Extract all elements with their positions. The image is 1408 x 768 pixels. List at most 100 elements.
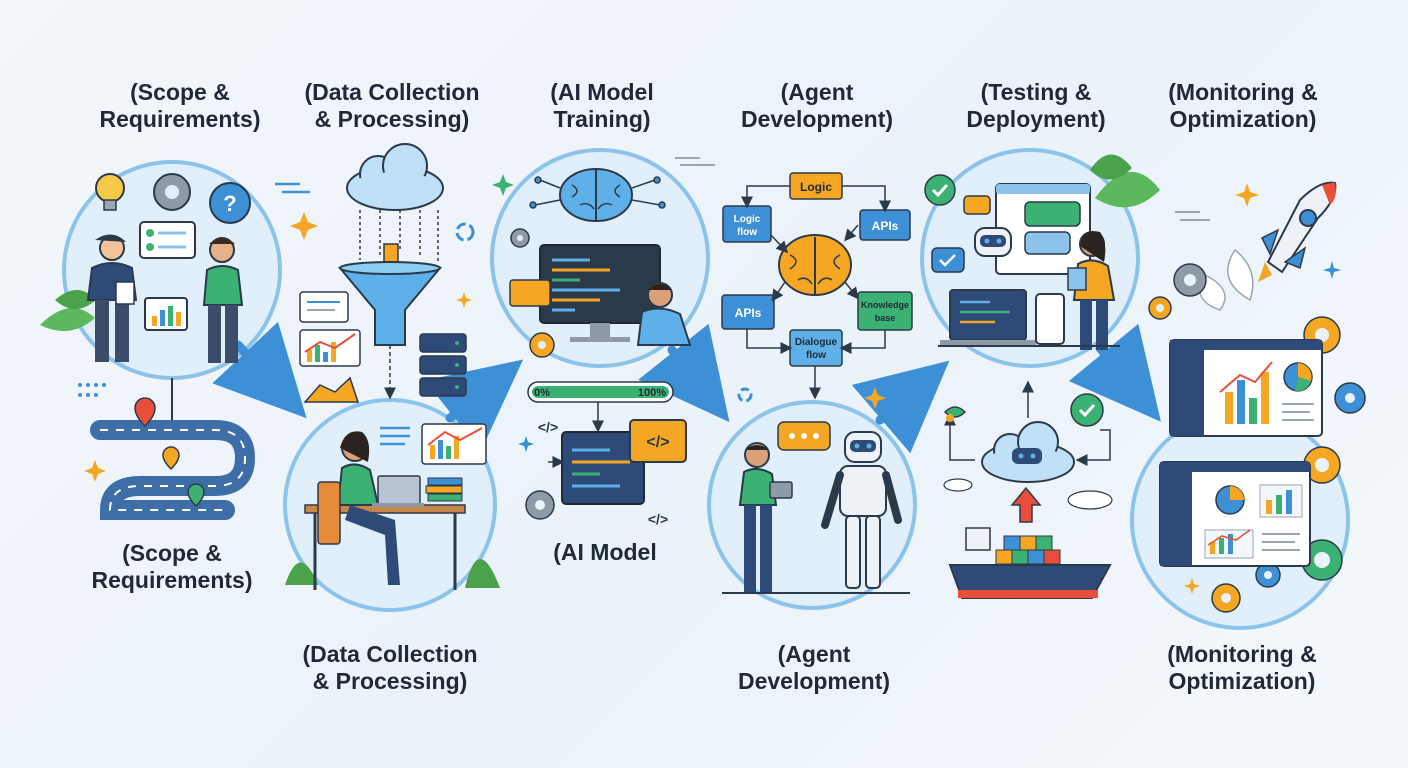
label-line: (Data Collection bbox=[302, 641, 478, 667]
monitor-code-icon bbox=[539, 244, 661, 342]
check-circle-icon bbox=[924, 174, 956, 206]
line-chart-card-icon bbox=[299, 329, 361, 367]
sparkle-icon bbox=[492, 174, 514, 196]
upload-arrow-icon bbox=[1010, 486, 1042, 523]
sparkle-icon bbox=[518, 436, 534, 452]
label-line: Deployment) bbox=[966, 106, 1106, 132]
stage-label-scope-top: (Scope & Requirements) bbox=[99, 79, 260, 133]
gear-icon bbox=[1211, 583, 1241, 613]
gear-icon bbox=[1301, 539, 1343, 581]
cargo-ship-icon bbox=[948, 527, 1112, 599]
label-line: (Monitoring & bbox=[1168, 79, 1318, 105]
sparkle-icon bbox=[456, 292, 472, 308]
apis-left-box bbox=[721, 294, 775, 330]
developer-person bbox=[636, 282, 692, 346]
code-tag-window bbox=[629, 419, 687, 463]
knowledge-base-box bbox=[857, 291, 913, 331]
chat-bubble-icon bbox=[963, 195, 991, 215]
progress-start-label: 0% bbox=[534, 387, 550, 399]
refresh-icon bbox=[737, 387, 753, 403]
gear-icon bbox=[510, 228, 530, 248]
logic-flow-label-2: flow bbox=[737, 227, 757, 238]
flow-arrows bbox=[212, 321, 1161, 454]
arrow-testing-to-monitoring bbox=[1068, 323, 1161, 422]
robot-head-icon bbox=[974, 227, 1012, 257]
dashboard-window-top bbox=[1169, 339, 1323, 437]
laptop-icon bbox=[940, 289, 1036, 346]
smartphone-icon bbox=[1035, 293, 1065, 345]
folder-icon bbox=[509, 279, 551, 307]
stage-label-data-bottom: (Data Collection & Processing) bbox=[302, 641, 477, 695]
label-line: (AI Model bbox=[550, 79, 654, 105]
mini-bar-chart-icon bbox=[144, 297, 188, 331]
logic-flow-label-1: Logic bbox=[734, 214, 761, 225]
code-windows: </> </> </> bbox=[518, 419, 687, 527]
browser-window bbox=[995, 183, 1091, 275]
brain-icon bbox=[778, 234, 852, 296]
map-pin-icon bbox=[187, 483, 205, 508]
scope-scene: ? bbox=[40, 173, 251, 430]
stage-label-monitoring-top: (Monitoring & Optimization) bbox=[1168, 79, 1317, 133]
chat-bubble-icon bbox=[777, 421, 831, 451]
logic-box-label: Logic bbox=[800, 180, 832, 194]
gear-icon bbox=[153, 173, 191, 211]
cloud-icon bbox=[346, 143, 444, 211]
refresh-icon bbox=[455, 222, 475, 242]
sparkle-icon bbox=[1184, 578, 1200, 594]
funnel-icon bbox=[337, 261, 443, 346]
data-collection-scene bbox=[285, 423, 500, 590]
flag-icon bbox=[943, 406, 967, 422]
apis-right-label: APIs bbox=[872, 219, 899, 233]
book-stack-icon bbox=[425, 477, 463, 502]
lightbulb-icon bbox=[95, 173, 125, 211]
label-line: (Agent bbox=[777, 641, 851, 667]
label-line: (Scope & bbox=[130, 79, 230, 105]
document-card-icon bbox=[299, 291, 349, 323]
code-tag-label: </> bbox=[646, 434, 669, 451]
testing-scene bbox=[924, 154, 1160, 350]
sparkle-icon bbox=[1323, 261, 1341, 279]
person-at-laptop bbox=[317, 431, 400, 585]
label-line: (Monitoring & bbox=[1167, 641, 1317, 667]
arrow-training-to-agent bbox=[638, 323, 730, 423]
cloud-robot-icon bbox=[981, 421, 1075, 483]
robot-icon bbox=[821, 431, 902, 589]
gear-icon bbox=[1148, 296, 1172, 320]
checklist-icon bbox=[139, 221, 196, 259]
label-line: Optimization) bbox=[1169, 106, 1317, 132]
arrow-agent-to-testing bbox=[851, 360, 950, 454]
label-line: Requirements) bbox=[91, 567, 253, 593]
apis-left-label: APIs bbox=[735, 306, 762, 320]
label-line: Development) bbox=[737, 668, 891, 694]
label-line: Requirements) bbox=[99, 106, 261, 132]
screen-chart-icon bbox=[421, 423, 487, 465]
arrow-data-to-training bbox=[424, 359, 524, 451]
label-line: (AI Model bbox=[553, 539, 657, 565]
laptop-icon bbox=[372, 475, 424, 507]
sparkle-icon bbox=[290, 212, 318, 240]
stage-label-training-bottom: (AI Model bbox=[553, 539, 657, 566]
tester-person bbox=[1067, 231, 1116, 350]
label-line: (Testing & bbox=[980, 79, 1092, 105]
label-line: Development) bbox=[740, 106, 894, 132]
label-line: (Data Collection bbox=[304, 79, 480, 105]
chat-bubble-icon bbox=[1024, 201, 1081, 227]
deployment-scene bbox=[943, 380, 1113, 599]
gear-icon bbox=[1334, 382, 1366, 414]
label-line: (Scope & bbox=[122, 540, 222, 566]
stage-label-testing-top: (Testing & Deployment) bbox=[966, 79, 1105, 133]
dialogue-flow-label-1: Dialogue bbox=[795, 337, 838, 348]
roadmap-road bbox=[78, 383, 256, 520]
sparkle-icon bbox=[84, 460, 106, 482]
arrow-scope-to-data bbox=[212, 321, 307, 419]
dialogue-flow-label-2: flow bbox=[806, 350, 826, 361]
map-pin-icon bbox=[134, 397, 156, 428]
training-scene bbox=[492, 157, 715, 358]
label-line: & Processing) bbox=[312, 668, 468, 694]
code-tag-label: </> bbox=[648, 511, 668, 527]
svg-text:?: ? bbox=[223, 191, 236, 216]
brain-icon bbox=[559, 168, 633, 222]
gear-icon bbox=[525, 490, 555, 520]
knowledge-base-label-1: Knowledge bbox=[861, 300, 909, 310]
